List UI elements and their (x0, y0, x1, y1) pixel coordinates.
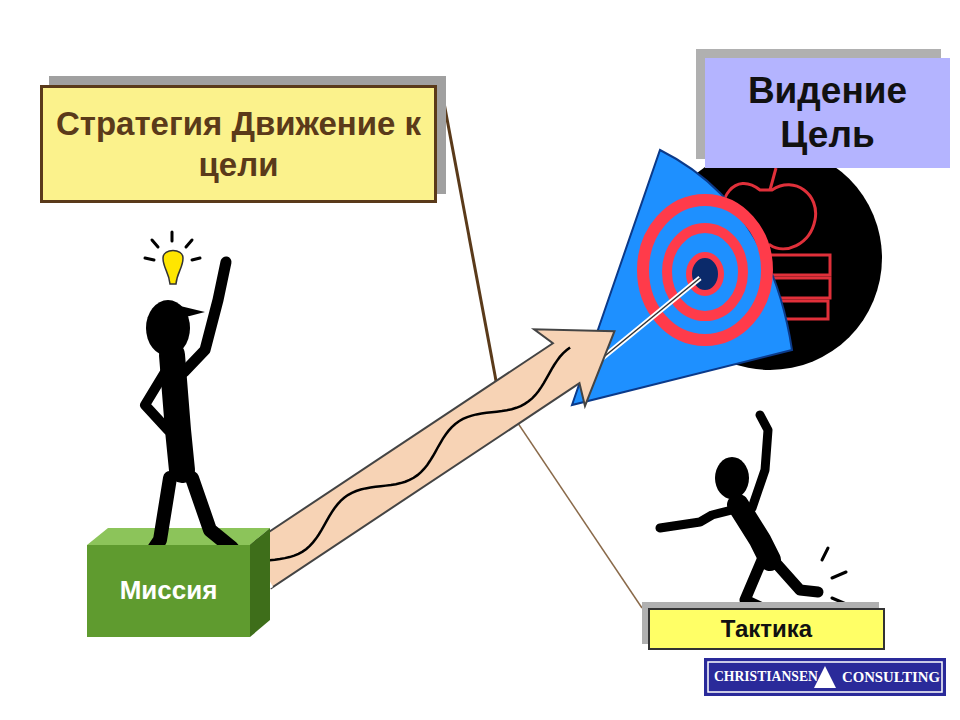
node-text: Видение Цель (715, 69, 940, 158)
logo-text: CHRISTIANSEN (714, 667, 818, 687)
mission-box: Миссия (87, 545, 250, 637)
leader-line (442, 92, 497, 386)
vision-box: Видение Цель (705, 58, 950, 168)
target-rings (643, 200, 767, 340)
logo-text: CONSULTING (842, 667, 940, 687)
lightbulb (145, 232, 200, 284)
thinking-figure (145, 262, 232, 555)
figure-head (715, 457, 749, 499)
strategy-arrow (233, 293, 640, 606)
figure-cap (176, 305, 205, 318)
node-text: Миссия (120, 575, 218, 606)
box-side (250, 528, 270, 637)
logo-frame (708, 662, 942, 692)
strategy-box: Стратегия Движение к цели (40, 85, 437, 203)
node-text: Тактика (721, 615, 812, 644)
node-text: Стратегия Движение к цели (53, 103, 424, 186)
logo-band (704, 658, 946, 696)
tactics-box: Тактика (648, 608, 885, 650)
box-top (87, 528, 270, 545)
target-fan (572, 150, 792, 405)
falling-figure (660, 415, 818, 608)
impact-marks (822, 548, 846, 604)
